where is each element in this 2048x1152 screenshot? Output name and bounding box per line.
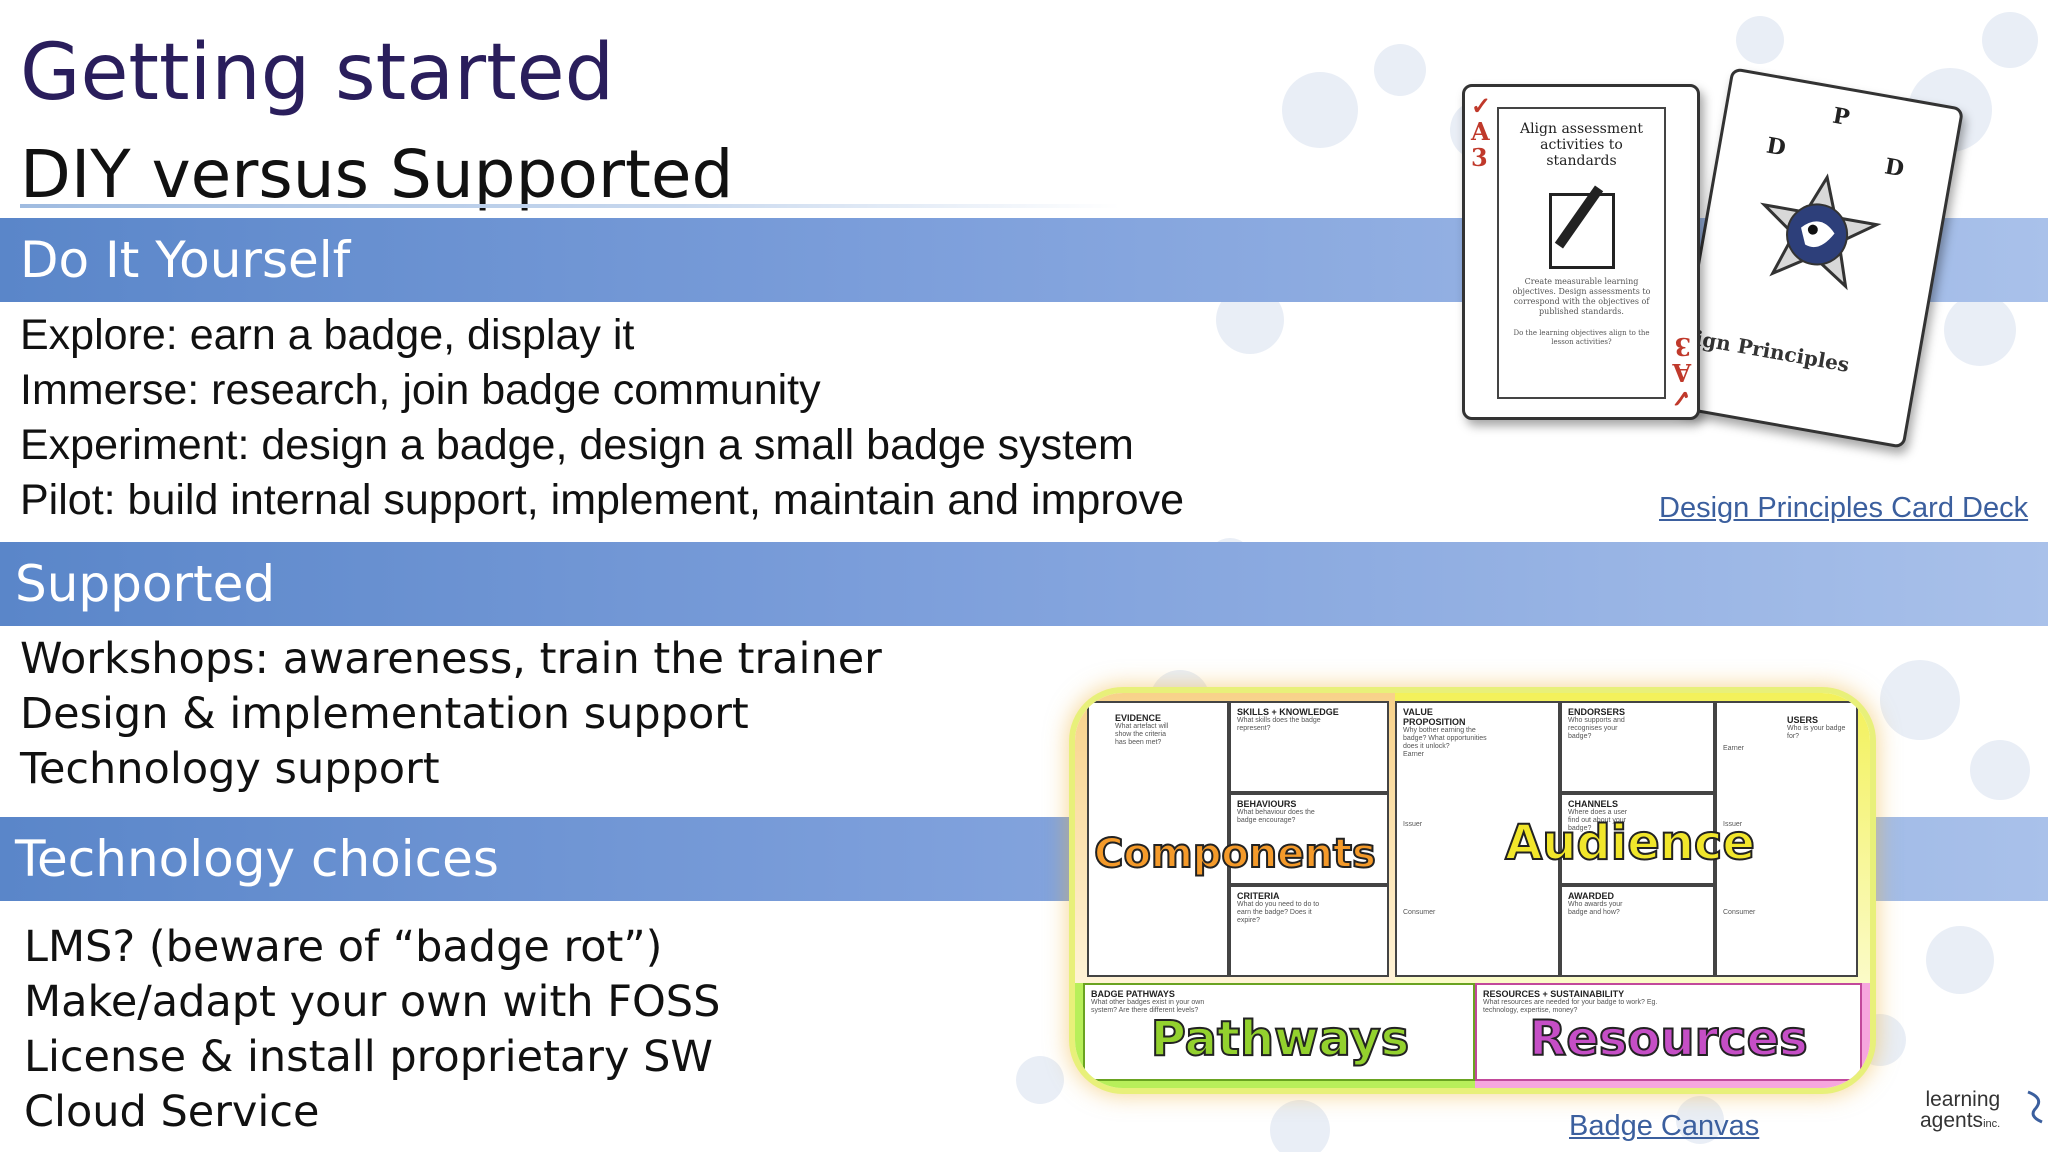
canvas-cell-users: USERS Who is your badge for? Earner Issu… [1715, 701, 1858, 977]
logo-text-line1: learning [1925, 1088, 2001, 1111]
card-deck-image: P D D ign Principles ✓ A 3 ✓ A 3 Align a… [1450, 60, 1970, 460]
list-item: Explore: earn a badge, display it [20, 311, 635, 359]
subtitle-underline [20, 204, 1120, 208]
section-title-diy: Do It Yourself [20, 231, 351, 289]
canvas-cell-endorsers: ENDORSERS Who supports and recognises yo… [1560, 701, 1715, 793]
card-letter: P [1830, 102, 1852, 132]
section-title-technology: Technology choices [15, 830, 499, 888]
logo-swirl-icon [2027, 1090, 2043, 1124]
diy-list: Explore: earn a badge, display it Immers… [20, 308, 1184, 528]
canvas-cell-criteria: CRITERIA What do you need to do to earn … [1229, 885, 1389, 977]
canvas-cell-skills: SKILLS + KNOWLEDGE What skills does the … [1229, 701, 1389, 793]
slide-subtitle: DIY versus Supported [20, 136, 734, 213]
canvas-label-pathways: Pathways [1150, 1010, 1411, 1068]
card-content: Align assessment activities to standards… [1497, 107, 1666, 399]
pencil-icon [1548, 185, 1615, 269]
canvas-cell-evidence: EVIDENCE What artefact will show the cri… [1087, 701, 1229, 977]
card-back: P D D ign Principles [1671, 67, 1965, 449]
learning-agents-logo: learning agentsinc. [1920, 1088, 2043, 1135]
section-header-supported: Supported [0, 542, 2048, 626]
list-item: Design & implementation support [20, 689, 749, 739]
section-title-supported: Supported [15, 555, 276, 613]
card-corner-rank-inverted: ✓ A 3 [1670, 332, 1691, 413]
canvas-cell-value: VALUE PROPOSITION Why bother earning the… [1395, 701, 1560, 977]
canvas-cell-behaviours: BEHAVIOURS What behaviour does the badge… [1229, 793, 1389, 885]
card-back-caption: ign Principles [1693, 326, 1852, 377]
card-letter: D [1882, 153, 1906, 183]
badge-canvas-link[interactable]: Badge Canvas [1569, 1110, 1760, 1142]
card-front: ✓ A 3 ✓ A 3 Align assessment activities … [1462, 84, 1700, 420]
list-item: Workshops: awareness, train the trainer [20, 634, 882, 684]
canvas-cell-resources: RESOURCES + SUSTAINABILITY What resource… [1475, 983, 1862, 1081]
card-question: Do the learning objectives align to the … [1513, 329, 1650, 346]
supported-list: Workshops: awareness, train the trainer … [20, 632, 882, 797]
technology-list: LMS? (beware of “badge rot”) Make/adapt … [24, 920, 720, 1140]
list-item: License & install proprietary SW [24, 1032, 713, 1082]
sheriff-star-icon [1760, 173, 1882, 291]
badge-canvas-image: EVIDENCE What artefact will show the cri… [1075, 693, 1870, 1088]
list-item: Pilot: build internal support, implement… [20, 476, 1184, 524]
list-item: Make/adapt your own with FOSS [24, 977, 721, 1027]
canvas-cell-pathways: BADGE PATHWAYS What other badges exist i… [1083, 983, 1475, 1081]
list-item: Technology support [20, 744, 440, 794]
badge-canvas-frame: EVIDENCE What artefact will show the cri… [1075, 693, 1870, 1088]
canvas-cell-awarded: AWARDED Who awards your badge and how? [1560, 885, 1715, 977]
canvas-label-components: Components [1093, 830, 1377, 878]
list-item: Immerse: research, join badge community [20, 366, 821, 414]
card-corner-rank: ✓ A 3 [1471, 91, 1492, 172]
design-principles-card-deck-link[interactable]: Design Principles Card Deck [1659, 492, 2029, 524]
list-item: LMS? (beware of “badge rot”) [24, 922, 663, 972]
card-text: Create measurable learning objectives. D… [1512, 277, 1651, 316]
card-title: Align assessment activities to standards [1519, 121, 1644, 169]
list-item: Cloud Service [24, 1087, 320, 1137]
canvas-label-resources: Resources [1528, 1010, 1808, 1068]
list-item: Experiment: design a badge, design a sma… [20, 421, 1134, 469]
canvas-label-audience: Audience [1504, 814, 1756, 872]
slide-title: Getting started [20, 28, 615, 118]
canvas-cell-channels: CHANNELS Where does a user find out abou… [1560, 793, 1715, 885]
logo-text-line2: agentsinc. [1920, 1109, 2001, 1132]
card-letter: D [1764, 132, 1788, 162]
